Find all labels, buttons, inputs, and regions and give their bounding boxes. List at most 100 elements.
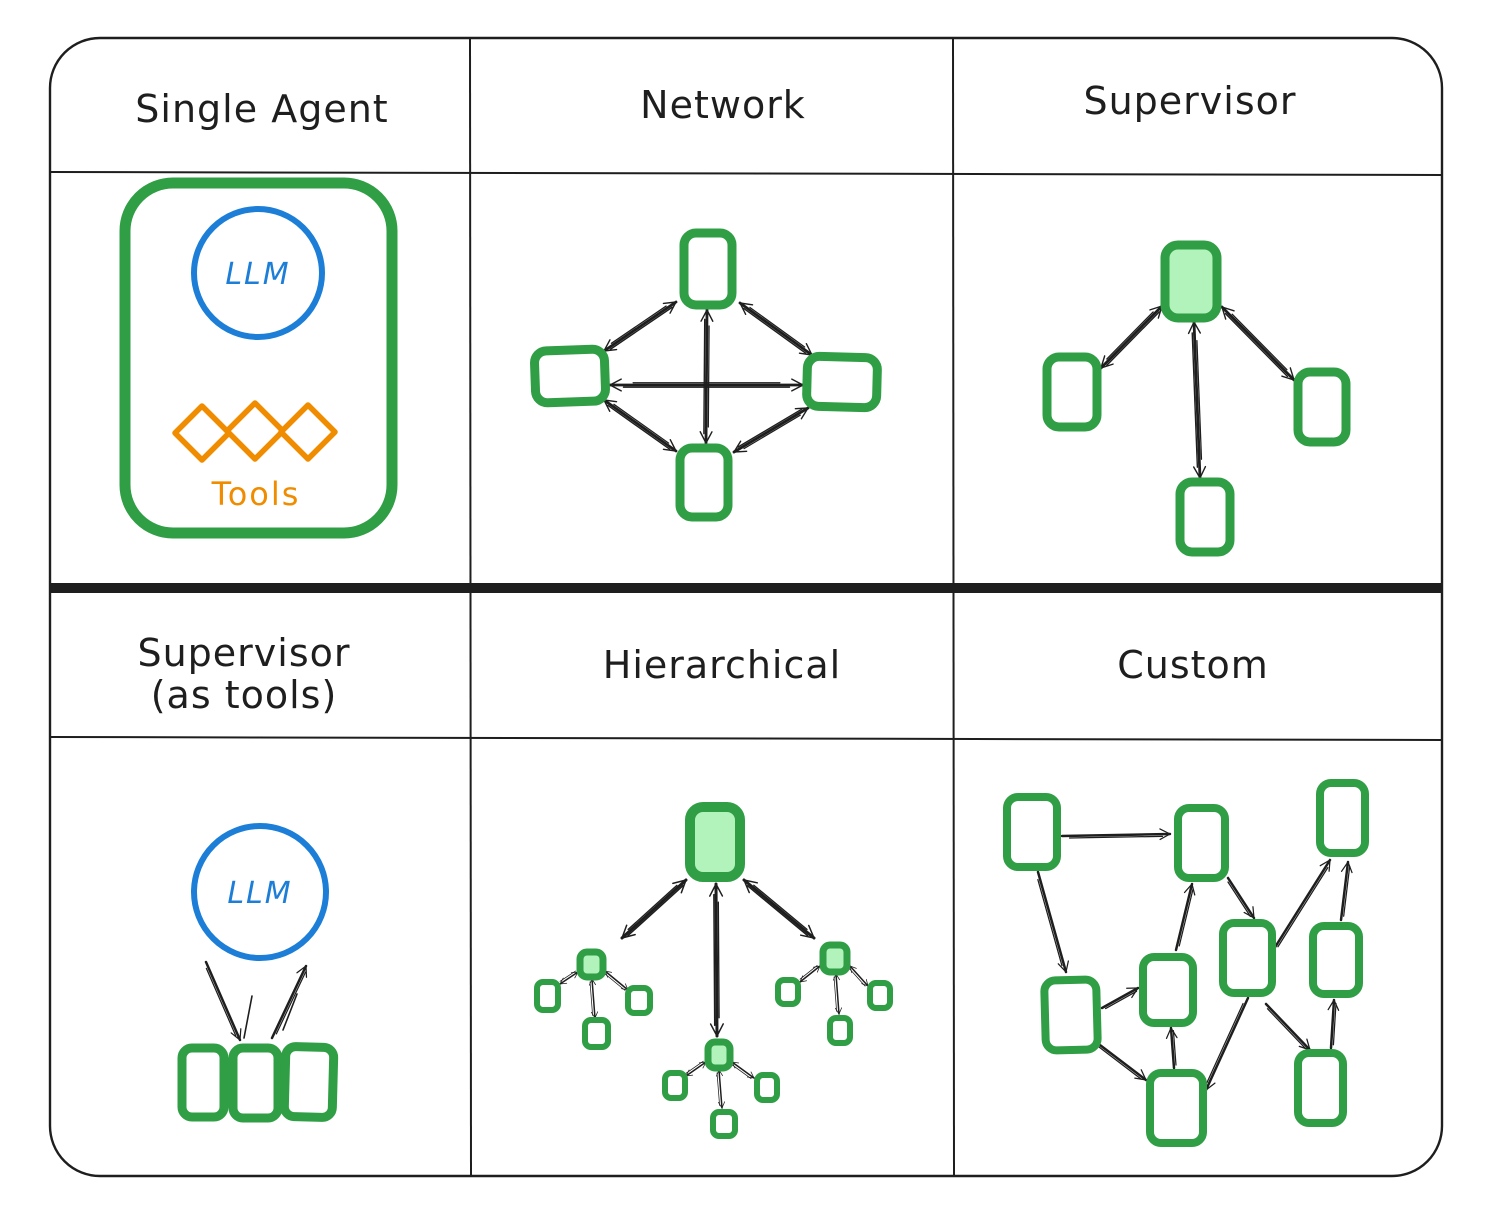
arrow [204,960,242,1042]
arrow [1036,870,1069,974]
table-outer-border [48,36,1444,1178]
arrow [799,965,821,983]
arrow [1174,882,1196,952]
agent-node [754,1072,780,1103]
arrow-sketch-stroke [1104,990,1138,1010]
table-grid [48,36,1444,1178]
agent-node [582,1017,611,1050]
agent-node [625,985,653,1016]
arrow [1226,876,1256,920]
arrow [849,965,869,987]
arrow [732,406,810,454]
arrow [731,1061,755,1079]
agent-node [576,948,607,981]
arrow-sketch-stroke [1266,1008,1306,1049]
agent-node [530,344,610,408]
arrow [282,993,298,1031]
agent-node [685,802,745,882]
arrow-sketch-stroke [731,1064,752,1080]
arrow-sketch-stroke [1196,340,1203,460]
agent-node [1003,793,1061,871]
header-hierarchical: Hierarchical [603,643,841,687]
arrow-sketch-stroke [1172,1030,1177,1066]
agent-node [1139,953,1197,1027]
agent-node [1146,1069,1207,1147]
arrow [1270,858,1332,954]
arrow-sketch-stroke [703,318,706,435]
arrow-sketch-stroke [833,976,837,1012]
header-supervisor: Supervisor [1083,79,1296,123]
arrow-sketch-stroke [1231,313,1288,371]
agent-node [1042,352,1102,432]
arrow [699,308,714,445]
arrow [832,973,843,1015]
arrow-sketch-stroke [1277,866,1329,948]
arrow-sketch-stroke [746,885,809,937]
arrow-sketch-stroke [1178,888,1194,947]
agent-node [1294,1049,1347,1127]
arrow [559,971,579,985]
header-network: Network [640,83,806,127]
arrow [620,878,688,940]
agent-node [819,941,851,976]
arrow [1339,860,1353,922]
agent-node [534,979,561,1013]
arrow-sketch-stroke [1332,1002,1337,1046]
arrow-sketch-stroke [1227,881,1251,918]
arrow-sketch-stroke [275,971,307,1035]
agent-node [1175,477,1235,557]
arrow [243,995,253,1039]
arrow-sketch-stroke [1343,865,1351,917]
arrow-sketch-stroke [716,1072,720,1106]
agent-node [279,1042,339,1122]
agent-node [802,351,882,413]
tool-diamond [224,400,286,462]
arrow-sketch-stroke [685,1060,704,1074]
label: Tools [211,475,301,513]
arrow-sketch-stroke [1224,312,1289,378]
header-single-agent: Single Agent [135,87,388,131]
arrow-sketch-stroke [205,967,237,1037]
panel-network [530,228,882,522]
arrow-sketch-stroke [559,970,576,982]
arrow-sketch-stroke [627,884,684,937]
panel-custom [1003,779,1369,1147]
arrow [742,878,816,940]
arrow [1094,1040,1148,1082]
llm-circle [191,823,329,961]
arrow-sketch-stroke [799,965,818,980]
arrow-sketch-stroke [627,884,678,931]
tool-diamond [172,403,232,463]
arrow-sketch-stroke [1191,332,1199,468]
arrow-sketch-stroke [707,325,710,428]
header-supervisor-as-tools-line1: Supervisor [137,631,350,675]
arrow [738,301,814,357]
arrow [588,978,599,1019]
arrow-sketch-stroke [749,306,806,348]
llm-circle [191,206,325,340]
agent-node [827,1015,853,1046]
agent-node [1316,779,1369,857]
arrow-sketch-stroke [613,403,670,444]
arrow [715,1069,726,1109]
agent-node [867,980,893,1011]
arrow [1187,320,1207,480]
agent-node [710,1109,738,1139]
arrow [1204,996,1250,1092]
column-divider-2 [952,37,955,1177]
arrow-sketch-stroke [743,307,807,354]
arrow-sketch-stroke [1206,1002,1244,1084]
label: LLM [225,257,290,292]
column-divider-1 [469,37,472,1177]
arrow [604,970,629,991]
agent-node [1309,922,1363,998]
agent-node [1160,240,1222,323]
arrow [1264,1002,1312,1052]
arrow [602,300,678,353]
agent-node [679,228,737,310]
agent-node [1293,367,1351,447]
arrow [602,398,678,453]
table-headers: Single Agent Network Supervisor Supervis… [135,79,1296,717]
